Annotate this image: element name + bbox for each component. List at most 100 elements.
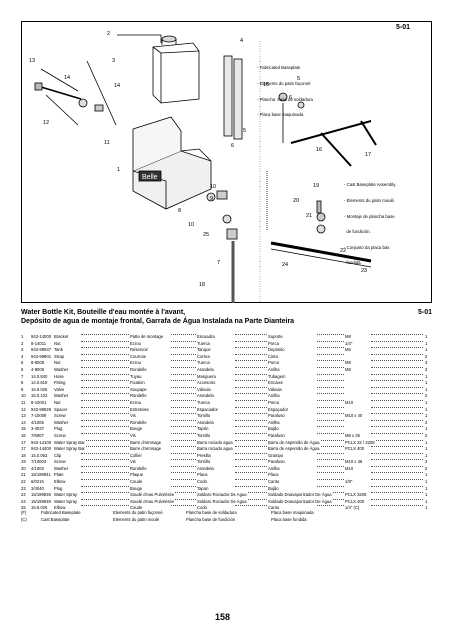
- part-number-ref: 8: [21, 380, 25, 387]
- part-name-en: Plug: [54, 485, 64, 493]
- leader-dots: [317, 432, 344, 434]
- part-size: M8 x 35: [345, 432, 361, 440]
- leader-dots: [317, 393, 344, 395]
- leader-dots: [171, 452, 196, 454]
- part-ref: 13: [29, 58, 36, 64]
- part-size: PCLX 400: [345, 498, 366, 506]
- leader-dots: [235, 386, 267, 388]
- leader-dots: [81, 353, 129, 355]
- leader-dots: [371, 439, 423, 441]
- part-size: 1/8": [345, 479, 354, 486]
- part-name-fr: Collier: [130, 452, 143, 460]
- leader-dots: [371, 498, 423, 500]
- part-name-fr: Bouge: [130, 426, 144, 433]
- leader-dots: [235, 432, 267, 434]
- leader-dots: [235, 465, 267, 467]
- leader-dots: [235, 446, 267, 448]
- callout-fabricated-baseplate: - Fabricated Baseplate - Elements du pat…: [257, 55, 313, 123]
- part-name-pt: Porca: [268, 399, 280, 407]
- leader-dots: [317, 505, 344, 507]
- callout-line: - Plancha base de soldadura: [257, 96, 313, 102]
- part-size: M10: [345, 399, 355, 407]
- leader-dots: [81, 347, 129, 349]
- callout-line: fundida.: [344, 260, 362, 266]
- part-code: 943-99901: [31, 353, 53, 361]
- leader-dots: [171, 439, 196, 441]
- part-name-en: Washer: [54, 419, 70, 427]
- part-code: 7/10003: [31, 459, 48, 466]
- part-ref: 12: [43, 120, 50, 126]
- leader-dots: [371, 380, 423, 382]
- leader-dots: [371, 393, 423, 395]
- part-code: 943-99937: [31, 347, 53, 354]
- kit-title-line: Water Bottle Kit, Bouteille d'eau montée…: [21, 309, 186, 316]
- part-size: M10: [345, 465, 355, 473]
- part-name-pt: Canto: [268, 479, 281, 486]
- fabricated-baseplate-drawing: [278, 92, 377, 167]
- part-size: M8: [345, 366, 352, 374]
- leader-dots: [371, 334, 423, 335]
- leader-dots: [235, 340, 267, 342]
- part-name-pt: Bujão: [268, 426, 280, 433]
- callout-line: - Cast Baseplate Assembly.: [344, 182, 397, 188]
- leader-dots: [235, 393, 267, 395]
- part-name-en: Washer: [54, 393, 70, 400]
- part-name-es: Válvula: [197, 386, 212, 394]
- part-name-pt: Espaçador: [268, 406, 290, 414]
- part-size: 1/4" (C): [345, 505, 361, 513]
- leader-dots: [317, 413, 344, 415]
- part-name-pt: Anilha: [268, 366, 281, 374]
- part-ref: 19: [313, 183, 320, 189]
- part-number-ref: 24: [21, 492, 27, 499]
- note-es: Plancha base de soldadura: [186, 510, 237, 515]
- note-code: (C): [21, 517, 27, 522]
- leader-dots: [235, 505, 267, 507]
- part-name-fr: Tuyau: [130, 373, 143, 381]
- leader-dots: [235, 380, 267, 382]
- leader-dots: [81, 446, 129, 448]
- part-name-es: Espaciador: [197, 406, 219, 414]
- leader-dots: [317, 347, 344, 349]
- part-name-en: Strap: [54, 353, 66, 361]
- leader-dots: [171, 373, 196, 375]
- leader-dots: [81, 380, 129, 382]
- part-code: 14.0.619: [31, 380, 49, 387]
- leader-dots: [235, 459, 267, 461]
- leader-dots: [171, 432, 196, 434]
- leader-dots: [317, 439, 344, 441]
- part-name-pt: Anilha: [268, 419, 281, 427]
- leader-dots: [235, 413, 267, 415]
- part-ref: 2: [107, 31, 111, 37]
- leader-dots: [81, 485, 129, 487]
- part-name-es: Presilla: [197, 452, 212, 460]
- part-quantity: 1: [425, 479, 429, 486]
- part-name-en: Clip: [54, 452, 63, 460]
- part-name-es: Correa: [197, 353, 211, 361]
- part-quantity: 1: [425, 386, 429, 394]
- part-code: 8-8008: [31, 360, 46, 367]
- part-name-es: Soldaro Rociador De Agua: [197, 492, 248, 499]
- note-en: Cast Baseplate: [41, 517, 70, 522]
- leader-dots: [371, 347, 423, 349]
- part-quantity: 2: [425, 459, 429, 466]
- leader-dots: [371, 459, 423, 461]
- part-name-pt: Placa: [268, 472, 280, 480]
- part-name-fr: Rondelle: [130, 393, 148, 400]
- part-name-fr: Coude: [130, 505, 144, 513]
- leader-dots: [371, 360, 423, 362]
- callout-cast-baseplate: - Cast Baseplate Assembly. - Elements du…: [344, 172, 396, 271]
- part-name-en: Elbow: [54, 505, 67, 513]
- part-code: 4-8006: [31, 366, 46, 374]
- part-name-es: Arandela: [197, 393, 215, 400]
- part-name-pt: Suporte: [268, 334, 284, 341]
- part-quantity: 1: [425, 334, 429, 341]
- part-code: 7-10009: [31, 413, 48, 420]
- part-name-fr: Réservoir: [130, 347, 149, 354]
- part-name-pt: Barra de Aspersão de Água: [268, 446, 321, 453]
